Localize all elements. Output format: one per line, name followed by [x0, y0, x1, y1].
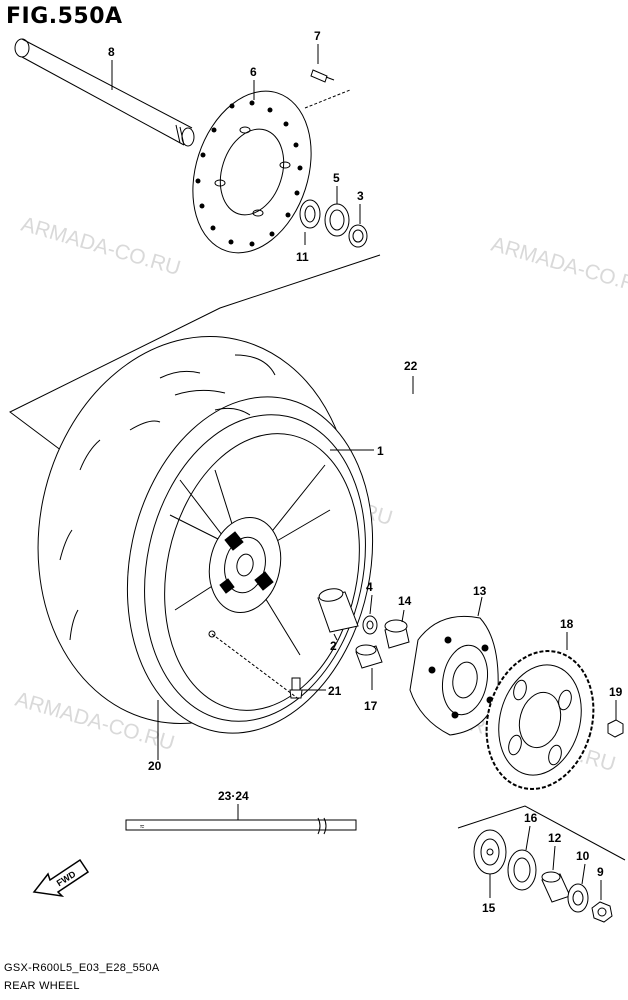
callout-7: 7: [314, 29, 321, 43]
sprocket-nut: [607, 719, 624, 738]
callout-8: 8: [108, 45, 115, 59]
bolt-guide-line: [304, 89, 351, 109]
collar-17: [355, 644, 383, 669]
spacer-12: [541, 871, 571, 903]
callout-19: 19: [609, 685, 623, 699]
callout-9: 9: [597, 865, 604, 879]
dust-seal-left: [324, 203, 350, 237]
callout-22: 22: [404, 359, 418, 373]
axle: [14, 38, 195, 147]
rear-sprocket: [485, 650, 595, 790]
callout-23-24: 23·24: [218, 789, 249, 803]
dust-seal-16: [507, 849, 537, 891]
figure-subtitle: REAR WHEEL: [4, 980, 80, 992]
bearing-4: [362, 615, 378, 635]
sprocket-carrier: [409, 615, 499, 736]
callout-3: 3: [357, 189, 364, 203]
brake-disc: [192, 90, 312, 254]
callout-14: 14: [398, 594, 412, 608]
figure-title: FIG.550A: [6, 4, 123, 29]
axle-nut: [591, 901, 613, 923]
bolt: [310, 69, 335, 83]
callout-5: 5: [333, 171, 340, 185]
valve: [289, 677, 303, 699]
watermark: ARMADA-CO.RU: [489, 233, 628, 300]
callout-13: 13: [473, 584, 487, 598]
watermark: ARMADA-CO.RU: [19, 213, 183, 280]
callout-21: 21: [328, 684, 342, 698]
callout-15: 15: [482, 901, 496, 915]
callout-4-upper: 4: [366, 580, 373, 594]
svg-text:≈: ≈: [140, 822, 145, 831]
callout-20: 20: [148, 759, 162, 773]
rear-wheel: [37, 336, 374, 734]
callout-11: 11: [296, 250, 309, 264]
oil-seal: [348, 224, 368, 248]
balance-weight: ≈: [125, 817, 357, 835]
callout-labels: 8 7 6 5 3 11 22 1 4 14 2 13 18 19 21 17 …: [108, 29, 623, 915]
callout-10: 10: [576, 849, 590, 863]
bearing-left: [299, 199, 321, 229]
wheel-spacer: [317, 588, 359, 633]
bearing-14: [384, 619, 410, 649]
callout-6: 6: [250, 65, 257, 79]
callout-18: 18: [560, 617, 574, 631]
lower-bracket-line: [457, 805, 626, 861]
callout-12: 12: [548, 831, 562, 845]
callout-2: 2: [330, 639, 337, 653]
leader-lines: [111, 44, 617, 900]
washer-10: [567, 883, 589, 913]
fwd-arrow: FWD: [32, 858, 90, 898]
callout-17: 17: [364, 699, 378, 713]
bearing-15: [473, 829, 507, 875]
figure-code: GSX-R600L5_E03_E28_550A: [4, 962, 160, 974]
bracket-line: [9, 254, 381, 485]
callout-16: 16: [524, 811, 538, 825]
callout-1: 1: [377, 444, 384, 458]
